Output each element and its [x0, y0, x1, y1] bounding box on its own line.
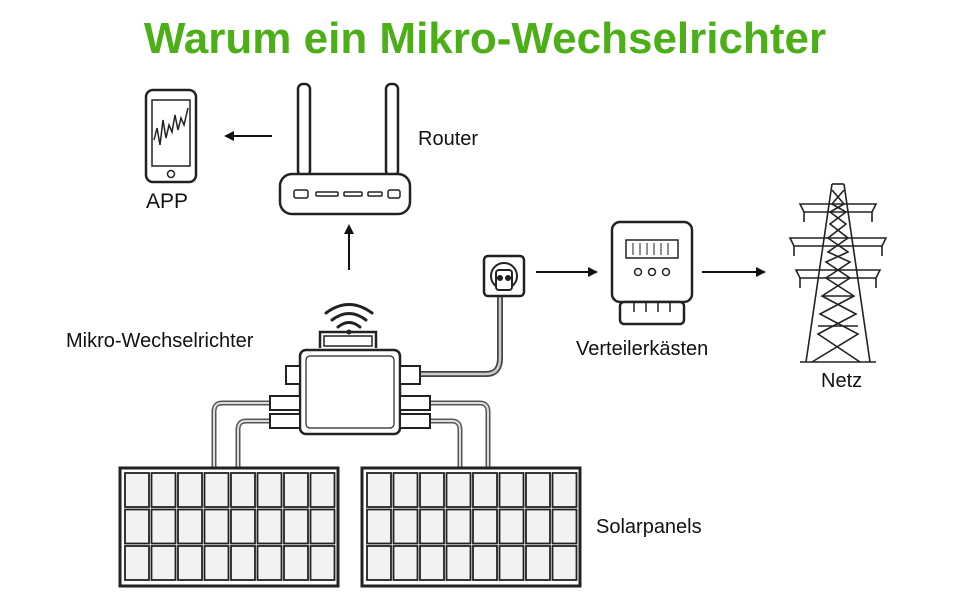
page-title: Warum ein Mikro-Wechselrichter [143, 14, 827, 63]
power-pylon-icon [788, 183, 888, 363]
solar-cell [445, 508, 472, 545]
solar-cell [366, 472, 392, 508]
solar-cell [309, 508, 336, 545]
solar-cell [392, 508, 419, 545]
solar-cell [203, 508, 230, 545]
solar-cell [392, 545, 419, 581]
power-socket-icon [482, 254, 526, 298]
solar-cell [525, 472, 551, 508]
solar-cell [551, 545, 578, 581]
solar-cell [177, 508, 203, 545]
label-grid: Netz [821, 370, 863, 392]
solar-cell [419, 472, 445, 508]
solar-cell [551, 508, 578, 545]
solar-cell [230, 472, 256, 508]
solar-cell [309, 472, 336, 508]
ac-cable [420, 290, 503, 377]
solar-cell [498, 508, 525, 545]
solar-cell [150, 472, 177, 508]
solar-cell [472, 472, 498, 508]
solar-cell [366, 508, 392, 545]
solar-cell [472, 508, 498, 545]
solar-cell [283, 545, 309, 581]
smartphone-icon [144, 88, 198, 184]
solar-cell [392, 472, 419, 508]
solar-cell [177, 472, 203, 508]
solar-cell [150, 545, 177, 581]
solar-cell [256, 508, 283, 545]
solar-cell [177, 545, 203, 581]
solar-cell [203, 545, 230, 581]
solar-cell [256, 472, 283, 508]
solar-cell [419, 508, 445, 545]
label-router: Router [418, 128, 479, 150]
solar-cell [472, 545, 498, 581]
solar-cell [283, 508, 309, 545]
label-inverter: Mikro-Wechselrichter [66, 330, 254, 352]
router-icon [278, 82, 412, 216]
electricity-meter-icon [610, 220, 694, 326]
solar-cell [445, 472, 472, 508]
solar-cell [124, 545, 150, 581]
solar-cell [498, 472, 525, 508]
solar-cell [256, 545, 283, 581]
solar-cell [203, 472, 230, 508]
solar-cell [445, 545, 472, 581]
solar-cell [124, 508, 150, 545]
solar-cell [419, 545, 445, 581]
solar-cell [525, 508, 551, 545]
solar-cell [309, 545, 336, 581]
label-solar: Solarpanels [596, 516, 702, 538]
solar-panel-icon [118, 466, 340, 588]
solar-cell [551, 472, 578, 508]
solar-cell [498, 545, 525, 581]
solar-cell [150, 508, 177, 545]
solar-cell [366, 545, 392, 581]
solar-cell [124, 472, 150, 508]
solar-cell [230, 508, 256, 545]
solar-panel-icon [360, 466, 582, 588]
wifi-icon [324, 303, 374, 335]
micro-inverter-icon [269, 330, 431, 436]
label-meter: Verteilerkästen [576, 338, 709, 360]
solar-cell [283, 472, 309, 508]
solar-cell [230, 545, 256, 581]
solar-cell [525, 545, 551, 581]
label-app: APP [146, 190, 189, 213]
